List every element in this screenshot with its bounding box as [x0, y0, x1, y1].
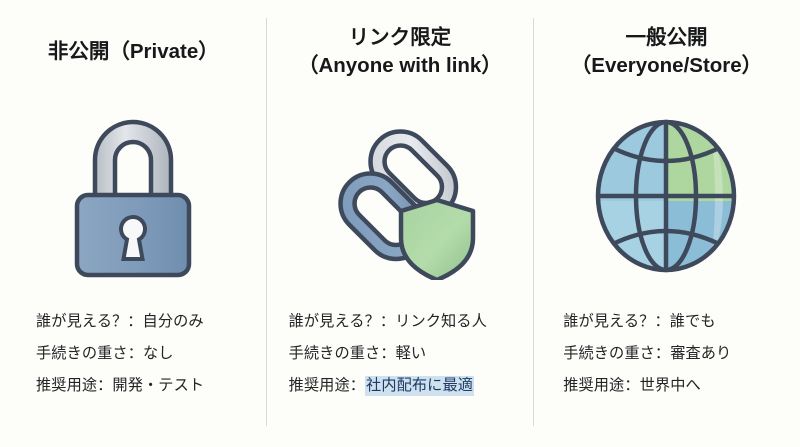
highlighted-recommendation: 社内配布に最適: [365, 376, 475, 396]
globe-icon-svg: [596, 119, 737, 273]
column-private-title-line1: 非公開（Private）: [47, 40, 219, 63]
globe-icon: [533, 108, 800, 284]
column-divider-1: [266, 18, 267, 426]
line-text: 推奨用途：: [288, 377, 366, 394]
list-item: 手続きの重さ：軽い: [289, 338, 427, 370]
line-text: 推奨用途：世界中へ: [563, 377, 701, 394]
column-anyone-with-link-title-line1: リンク限定: [348, 26, 452, 49]
list-item: 推奨用途：社内配布に最適: [288, 370, 475, 402]
column-private-lines: 誰が見える？：自分のみ 手続きの重さ：なし 推奨用途：開発・テスト: [0, 306, 267, 402]
list-item: 誰が見える？：リンク知る人: [289, 306, 487, 338]
line-text: 誰が見える？：誰でも: [563, 313, 716, 330]
list-item: 誰が見える？：自分のみ: [36, 306, 204, 338]
padlock-icon-svg: [75, 119, 192, 278]
column-anyone-with-link: リンク限定 （Anyone with link）: [267, 0, 534, 447]
list-item: 誰が見える？：誰でも: [563, 306, 715, 338]
column-anyone-with-link-title: リンク限定 （Anyone with link）: [267, 0, 534, 104]
column-everyone-store-lines: 誰が見える？：誰でも 手続きの重さ：審査あり 推奨用途：世界中へ: [533, 306, 800, 402]
line-text: 手続きの重さ：なし: [36, 345, 174, 362]
chain-link-shield-icon: [267, 108, 534, 284]
column-private-title: 非公開（Private）: [0, 0, 267, 104]
line-text: 手続きの重さ：審査あり: [563, 345, 732, 362]
line-text: 誰が見える？：自分のみ: [36, 313, 204, 330]
column-private: 非公開（Private）: [0, 0, 267, 447]
column-everyone-store: 一般公開 （Everyone/Store）: [533, 0, 800, 447]
column-anyone-with-link-title-line2: （Anyone with link）: [297, 54, 502, 77]
list-item: 手続きの重さ：なし: [36, 338, 174, 370]
column-everyone-store-title-line2: （Everyone/Store）: [570, 54, 763, 77]
list-item: 推奨用途：開発・テスト: [36, 370, 204, 402]
line-text: 推奨用途：開発・テスト: [36, 377, 205, 394]
list-item: 推奨用途：世界中へ: [563, 370, 701, 402]
chain-link-shield-icon-svg: [338, 129, 476, 280]
padlock-icon: [0, 108, 267, 284]
column-everyone-store-title-line1: 一般公開: [625, 26, 708, 49]
column-divider-2: [533, 18, 534, 426]
column-everyone-store-title: 一般公開 （Everyone/Store）: [533, 0, 800, 104]
line-text: 誰が見える？：リンク知る人: [288, 313, 487, 330]
list-item: 手続きの重さ：審査あり: [563, 338, 731, 370]
column-anyone-with-link-lines: 誰が見える？：リンク知る人 手続きの重さ：軽い 推奨用途：社内配布に最適: [267, 306, 534, 402]
line-text: 手続きの重さ：軽い: [288, 345, 427, 362]
